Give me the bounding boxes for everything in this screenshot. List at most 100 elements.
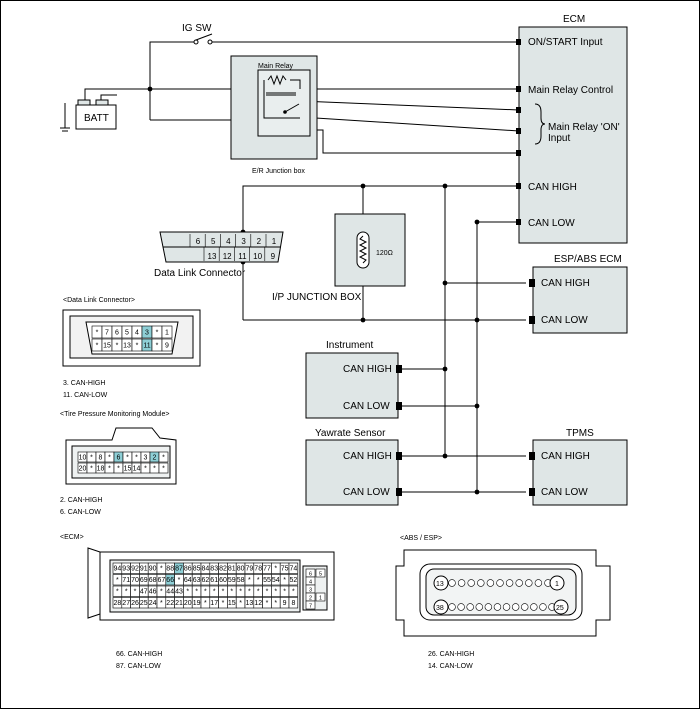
abs-connector-view: <ABS / ESP> 13 1 38 25 26. CAN-HIGH 14. …	[395, 535, 611, 670]
ecmv-pin: 88	[166, 566, 174, 573]
ecmv-pin: *	[213, 589, 216, 596]
ecm-pin-main-relay-control: Main Relay Control	[528, 85, 613, 96]
ecm-view-title: <ECM>	[60, 534, 84, 541]
tpms-title: TPMS	[566, 428, 594, 439]
er-junction-caption: E/R Junction box	[252, 168, 305, 175]
ecmv-pin: *	[116, 589, 119, 596]
ecmv-pin: *	[283, 589, 286, 596]
ecmv-side-pin: 1	[319, 595, 322, 601]
abs-top-start: 13	[436, 581, 444, 588]
ecmv-pin: *	[116, 577, 119, 584]
tpmsv-top-pin: 6	[117, 454, 121, 461]
tpmsv-bottom-pin: *	[162, 465, 165, 472]
instrument-module: Instrument CAN HIGH CAN LOW	[305, 340, 402, 419]
dlcv-bottom-pin: 9	[165, 342, 169, 349]
ecmv-pin: *	[248, 577, 251, 584]
ecmv-pin: 66	[166, 577, 174, 584]
ecmv-pin: 58	[237, 577, 245, 584]
ecmv-pin: *	[257, 577, 260, 584]
abs-bottom-pin	[448, 603, 456, 611]
ecmv-pin: 92	[131, 566, 139, 573]
tpmsv-top-pin: 3	[144, 454, 148, 461]
dlcv-bottom-pin: *	[96, 342, 99, 349]
yawrate-title: Yawrate Sensor	[315, 428, 386, 439]
ecmv-pin: *	[230, 589, 233, 596]
abs-top-pin	[534, 579, 543, 587]
abs-top-pin	[525, 579, 533, 587]
ecmv-pin: 8	[291, 600, 295, 607]
tpmsv-bottom-pin: 15	[124, 465, 132, 472]
ecmv-pin: 24	[149, 600, 157, 607]
ecmv-pin: 25	[140, 600, 148, 607]
tpmsv-top-pin: 10	[79, 454, 87, 461]
ecmv-pin: *	[160, 600, 163, 607]
dlc-top-pin: 6	[196, 237, 201, 246]
dlcv-bottom-pin: 13	[123, 342, 131, 349]
ecmv-pin: 63	[193, 577, 201, 584]
ecmv-pin: *	[204, 589, 207, 596]
ecm-view-pin2: 87. CAN-LOW	[116, 663, 161, 670]
ig-switch: IG SW	[182, 23, 213, 45]
tpmsv-top-pin: *	[90, 454, 93, 461]
ecmv-pin: 15	[228, 600, 236, 607]
dlcv-top-pin: *	[96, 329, 99, 336]
abs-bottom-pin	[530, 603, 538, 611]
ecmv-pin-cell	[288, 597, 299, 609]
tpmsv-bottom-pin-cell	[158, 462, 169, 474]
ecmv-side-pin-cell	[315, 568, 326, 578]
ecmv-pin: *	[222, 600, 225, 607]
ecm-pin-can-low: CAN LOW	[528, 218, 575, 229]
ecmv-pin: 27	[122, 600, 130, 607]
tpmsv-bottom-pin: *	[153, 465, 156, 472]
tpms-can-high: CAN HIGH	[541, 451, 590, 462]
ecmv-pin: 68	[149, 577, 157, 584]
abs-top-end: 1	[555, 581, 559, 588]
ecmv-pin: 77	[263, 566, 271, 573]
dlc-top-pin: 2	[257, 237, 262, 246]
ecmv-side-pin: 6	[309, 571, 312, 577]
ecmv-side-pin-cell	[315, 592, 326, 602]
abs-top-pin	[496, 579, 504, 587]
abs-top-pin	[457, 579, 466, 587]
yawrate-can-high: CAN HIGH	[343, 451, 392, 462]
ecmv-pin: *	[204, 600, 207, 607]
dlcv-bottom-pin: 11	[143, 342, 150, 349]
ip-junction-caption: I/P JUNCTION BOX	[272, 292, 362, 303]
ecmv-side-pin-cell	[305, 600, 316, 610]
ecmv-pin: 75	[281, 566, 289, 573]
resistor-label: 120Ω	[376, 250, 393, 257]
ecmv-pin: 94	[114, 566, 122, 573]
dlcv-top-pin: 3	[145, 329, 149, 336]
ecmv-pin: 86	[184, 566, 192, 573]
esp-abs-can-low: CAN LOW	[541, 315, 588, 326]
ecmv-pin: *	[248, 589, 251, 596]
yawrate-sensor-module: Yawrate Sensor CAN HIGH CAN LOW	[305, 428, 402, 506]
ecmv-pin: *	[266, 589, 269, 596]
ecmv-pin-cell	[288, 585, 299, 597]
tpms-can-low: CAN LOW	[541, 487, 588, 498]
ecmv-pin: *	[257, 589, 260, 596]
tpms-view-pin1: 2. CAN-HIGH	[60, 497, 102, 504]
tpmsv-bottom-pin: 20	[79, 465, 87, 472]
ecmv-pin: 81	[228, 566, 236, 573]
ecmv-pin: 54	[272, 577, 280, 584]
dlc-top-pin: 3	[241, 237, 246, 246]
abs-bottom-end: 25	[556, 605, 564, 612]
dlcv-top-pin: *	[156, 329, 159, 336]
dlc-top-pin: 4	[226, 237, 231, 246]
ecmv-pin: 60	[219, 577, 227, 584]
abs-view-title: <ABS / ESP>	[400, 535, 442, 542]
ecmv-pin: *	[160, 589, 163, 596]
ecm-pin-input: Input	[548, 133, 570, 144]
esp-abs-ecm-title: ESP/ABS ECM	[554, 254, 622, 265]
dlcv-bottom-pin-cell	[161, 338, 173, 352]
abs-top-pin	[477, 579, 485, 587]
ecmv-pin: 83	[210, 566, 218, 573]
abs-top-pin	[505, 579, 514, 587]
ecmv-pin: 55	[263, 577, 271, 584]
dlc-caption: Data Link Connector	[154, 268, 246, 279]
er-junction-box: Main Relay E/R Junction box	[230, 55, 318, 175]
ecmv-pin: *	[160, 566, 163, 573]
abs-bottom-pin	[475, 603, 483, 611]
